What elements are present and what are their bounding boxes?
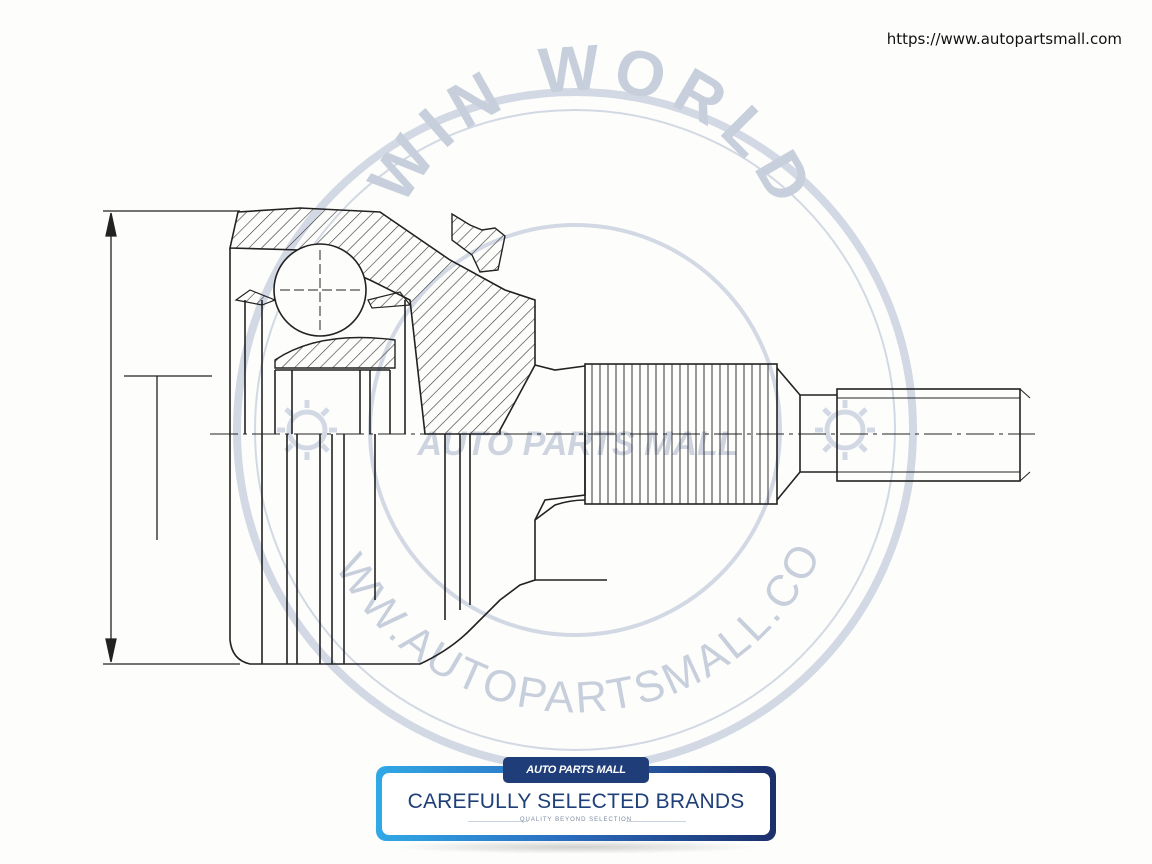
ball-bearing: [273, 243, 367, 337]
brand-badge: AUTO PARTS MALL CAREFULLY SELECTED BRAND…: [376, 757, 776, 841]
watermark-top-text: WIN WORLD: [354, 30, 831, 223]
inner-race: [274, 336, 396, 369]
badge-logo: AUTO PARTS MALL: [526, 764, 626, 776]
outer-housing: [229, 207, 607, 665]
shaft-neck: [534, 364, 586, 521]
badge-title: CAREFULLY SELECTED BRANDS: [407, 790, 745, 813]
badge-shadow: [390, 840, 762, 854]
seal-clip: [451, 212, 506, 273]
cage: [234, 289, 412, 309]
divider: [626, 821, 686, 822]
badge-logo-tab: AUTO PARTS MALL: [503, 757, 649, 783]
badge-panel: [382, 773, 770, 835]
dimension-lines: [103, 210, 240, 665]
gear-icon: [277, 400, 337, 460]
shaft-taper: [776, 367, 837, 501]
spline-shaft: [584, 363, 778, 505]
threaded-end: [836, 388, 1031, 482]
badge-subtitle: QUALITY BEYOND SELECTION: [519, 817, 633, 823]
website-url: https://www.autopartsmall.com: [886, 30, 1122, 48]
gear-icon: [815, 400, 875, 460]
divider: [468, 821, 528, 822]
